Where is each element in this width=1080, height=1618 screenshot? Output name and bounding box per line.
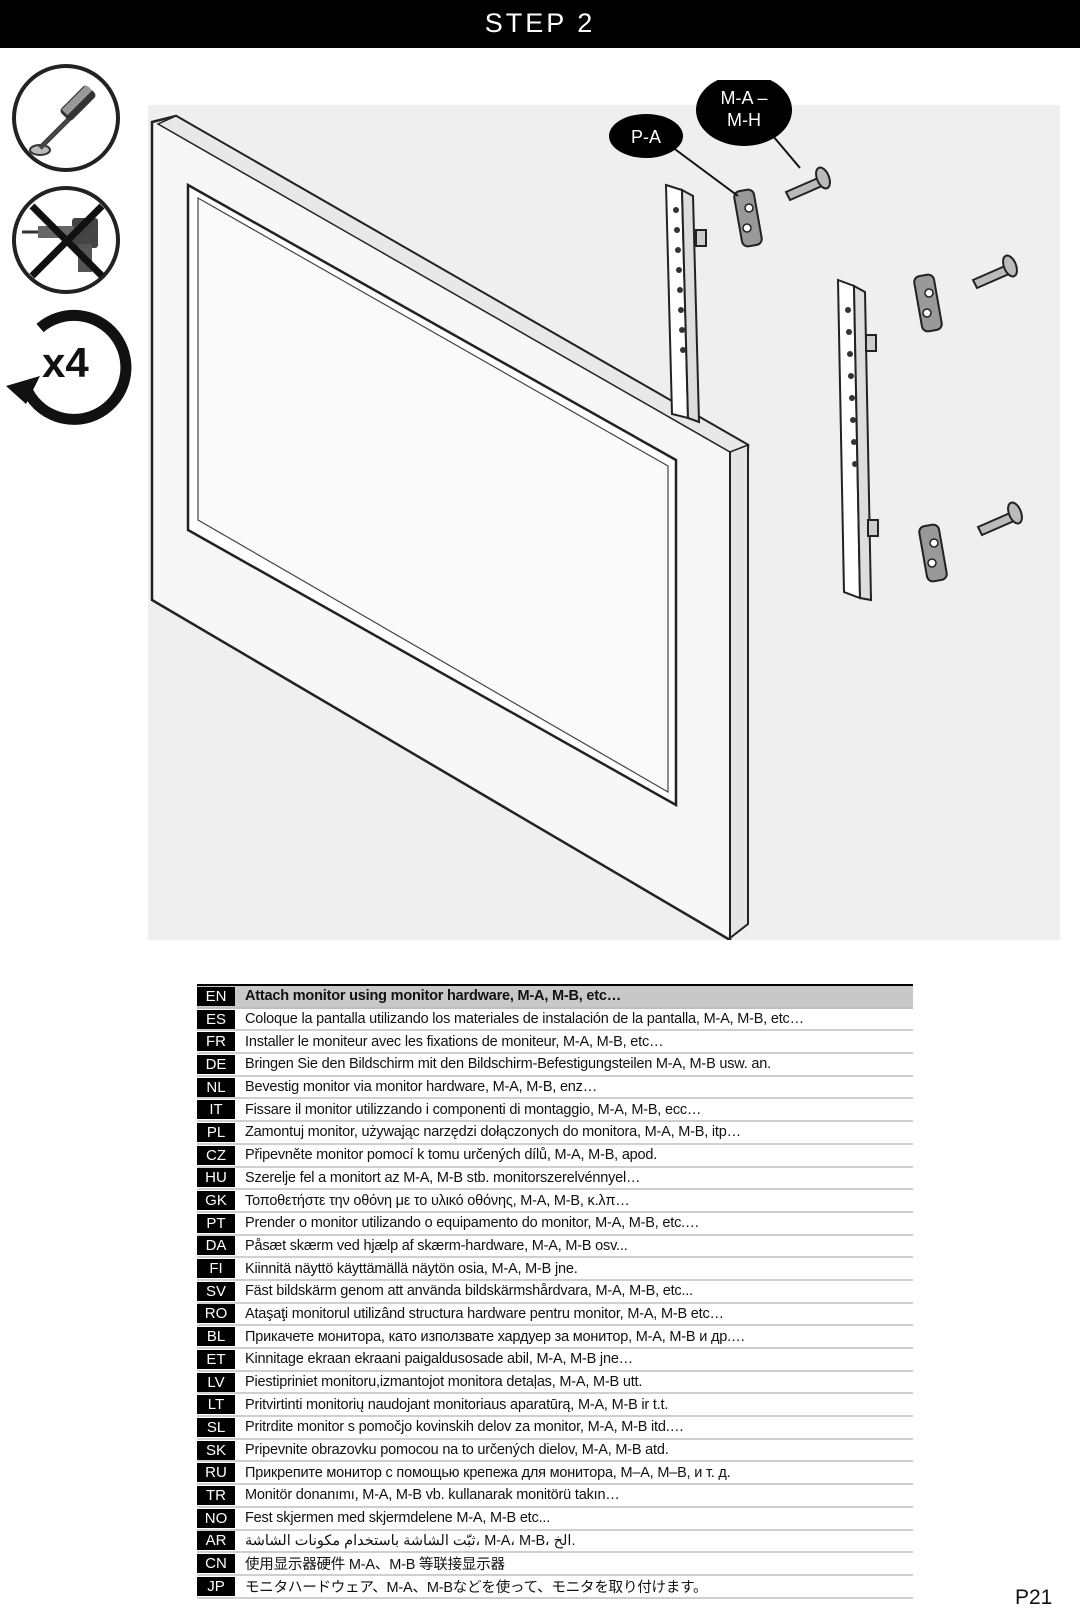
monitor-bracket-illustration: P-A M-A – M-H: [148, 74, 1060, 943]
instruction-text: モニタハードウェア、M-A、M-Bなどを使って、モニタを取り付けます。: [245, 1579, 708, 1596]
step-title: STEP 2: [484, 8, 596, 38]
language-code: PL: [197, 1122, 235, 1142]
instruction-row: NL Bevestig monitor via monitor hardware,…: [197, 1077, 913, 1100]
instruction-text: Fest skjermen med skjermdelene M-A, M-B …: [245, 1510, 551, 1527]
instruction-row: BL Прикачете монитора, като използвате ха…: [197, 1326, 913, 1349]
callout-pa: P-A: [631, 127, 661, 147]
instruction-row: DE Bringen Sie den Bildschirm mit den Bil…: [197, 1054, 913, 1077]
instruction-row: DA Påsæt skærm ved hjælp af skærm-hardwar…: [197, 1236, 913, 1259]
instruction-row: CN 使用显示器硬件 M-A、M-B 等联接显示器: [197, 1553, 913, 1576]
instruction-row: SV Fäst bildskärm genom att använda bilds…: [197, 1281, 913, 1304]
instruction-row: NO Fest skjermen med skjermdelene M-A, M-…: [197, 1508, 913, 1531]
language-code: DA: [197, 1236, 235, 1256]
instruction-row: PT Prender o monitor utilizando o equipam…: [197, 1213, 913, 1236]
no-power-drill-icon: [10, 184, 122, 296]
language-code: CN: [197, 1554, 235, 1574]
language-code: EN: [197, 986, 235, 1006]
instruction-text: Bringen Sie den Bildschirm mit den Bilds…: [245, 1056, 771, 1073]
instruction-text: Bevestig monitor via monitor hardware, M…: [245, 1079, 598, 1096]
language-code: RU: [197, 1463, 235, 1483]
instruction-table: EN Attach monitor using monitor hardware,…: [197, 984, 913, 1599]
callout-ma-line2: M-H: [727, 110, 761, 130]
instruction-row: JP モニタハードウェア、M-A、M-Bなどを使って、モニタを取り付けます。: [197, 1576, 913, 1599]
language-code: LT: [197, 1395, 235, 1415]
language-code: GK: [197, 1191, 235, 1211]
instruction-text: Прикрепите монитор с помощью крепежа для…: [245, 1464, 731, 1481]
instruction-row: ES Coloque la pantalla utilizando los mat…: [197, 1009, 913, 1032]
language-code: HU: [197, 1168, 235, 1188]
instruction-row: AR ثبّت الشاشة باستخدام مكونات الشاشة، M-…: [197, 1531, 913, 1554]
instruction-text: Fäst bildskärm genom att använda bildskä…: [245, 1283, 693, 1300]
instruction-row: RO Ataşaţi monitorul utilizând structura …: [197, 1304, 913, 1327]
instruction-row: IT Fissare il monitor utilizzando i compo…: [197, 1099, 913, 1123]
instruction-text: Påsæt skærm ved hjælp af skærm-hardware,…: [245, 1237, 628, 1254]
instruction-text: ثبّت الشاشة باستخدام مكونات الشاشة، M-A،…: [245, 1532, 576, 1549]
instruction-row: FR Installer le moniteur avec les fixatio…: [197, 1031, 913, 1055]
instruction-text: Monitör donanımı, M-A, M-B vb. kullanara…: [245, 1487, 620, 1504]
language-code: AR: [197, 1531, 235, 1551]
instruction-row: EN Attach monitor using monitor hardware,…: [197, 986, 913, 1009]
language-code: SV: [197, 1281, 235, 1301]
language-code: ET: [197, 1349, 235, 1369]
language-code: JP: [197, 1576, 235, 1596]
instruction-row: LV Piestipriniet monitoru,izmantojot moni…: [197, 1372, 913, 1395]
language-code: BL: [197, 1327, 235, 1347]
page-number: P21: [1015, 1586, 1053, 1609]
instruction-row: HU Szerelje fel a monitort az M-A, M-B st…: [197, 1168, 913, 1191]
instruction-row: RU Прикрепите монитор с помощью крепежа д…: [197, 1462, 913, 1486]
language-code: ES: [197, 1009, 235, 1029]
instruction-row: PL Zamontuj monitor, używając narzędzi do…: [197, 1122, 913, 1145]
screwdriver-icon: [10, 62, 122, 174]
language-code: NL: [197, 1077, 235, 1097]
instruction-text: Pritvirtinti monitorių naudojant monitor…: [245, 1396, 669, 1413]
repeat-count-label: x4: [42, 339, 89, 386]
language-code: FR: [197, 1032, 235, 1052]
instruction-text: Prender o monitor utilizando o equipamen…: [245, 1215, 700, 1232]
language-code: LV: [197, 1372, 235, 1392]
instruction-text: Installer le moniteur avec les fixations…: [245, 1033, 664, 1050]
instruction-text: Τοποθετήστε την οθόνη με το υλικό οθόνης…: [245, 1192, 630, 1209]
instruction-row: TR Monitör donanımı, M-A, M-B vb. kullana…: [197, 1485, 913, 1508]
instruction-row: GK Τοποθετήστε την οθόνη με το υλικό οθόν…: [197, 1190, 913, 1213]
instruction-text: Zamontuj monitor, używając narzędzi dołą…: [245, 1124, 741, 1141]
language-code: PT: [197, 1213, 235, 1233]
language-code: DE: [197, 1054, 235, 1074]
language-code: NO: [197, 1508, 235, 1528]
repeat-x4-icon: x4: [4, 302, 134, 428]
instruction-text: Piestipriniet monitoru,izmantojot monito…: [245, 1374, 643, 1391]
language-code: FI: [197, 1259, 235, 1279]
language-code: SL: [197, 1417, 235, 1437]
instruction-text: Kinnitage ekraan ekraani paigaldusosade …: [245, 1351, 633, 1368]
instruction-text: Pritrdite monitor s pomočjo kovinskih de…: [245, 1419, 684, 1436]
instruction-row: LT Pritvirtinti monitorių naudojant monit…: [197, 1394, 913, 1418]
instruction-row: ET Kinnitage ekraan ekraani paigaldusosad…: [197, 1349, 913, 1372]
language-code: RO: [197, 1304, 235, 1324]
instruction-text: Szerelje fel a monitort az M-A, M-B stb.…: [245, 1169, 641, 1186]
language-code: TR: [197, 1485, 235, 1505]
instruction-text: Připevněte monitor pomocí k tomu určenýc…: [245, 1147, 658, 1164]
instruction-row: SL Pritrdite monitor s pomočjo kovinskih …: [197, 1417, 913, 1440]
callout-ma-line1: M-A –: [720, 88, 767, 108]
language-code: IT: [197, 1100, 235, 1120]
instruction-row: FI Kiinnitä näyttö käyttämällä näytön osi…: [197, 1258, 913, 1281]
instruction-text: Fissare il monitor utilizzando i compone…: [245, 1101, 702, 1118]
language-code: SK: [197, 1440, 235, 1460]
language-code: CZ: [197, 1145, 235, 1165]
instruction-text: Прикачете монитора, като използвате хард…: [245, 1328, 746, 1345]
instruction-row: CZ Připevněte monitor pomocí k tomu určen…: [197, 1145, 913, 1168]
instruction-text: Kiinnitä näyttö käyttämällä näytön osia,…: [245, 1260, 578, 1277]
instruction-text: 使用显示器硬件 M-A、M-B 等联接显示器: [245, 1557, 505, 1574]
instruction-text: Coloque la pantalla utilizando los mater…: [245, 1011, 804, 1028]
instruction-text: Ataşaţi monitorul utilizând structura ha…: [245, 1305, 724, 1322]
instruction-text: Pripevnite obrazovku pomocou na to určen…: [245, 1442, 669, 1459]
instruction-row: SK Pripevnite obrazovku pomocou na to urč…: [197, 1440, 913, 1463]
instruction-text: Attach monitor using monitor hardware, M…: [245, 988, 622, 1005]
step-header: STEP 2: [0, 0, 1080, 48]
